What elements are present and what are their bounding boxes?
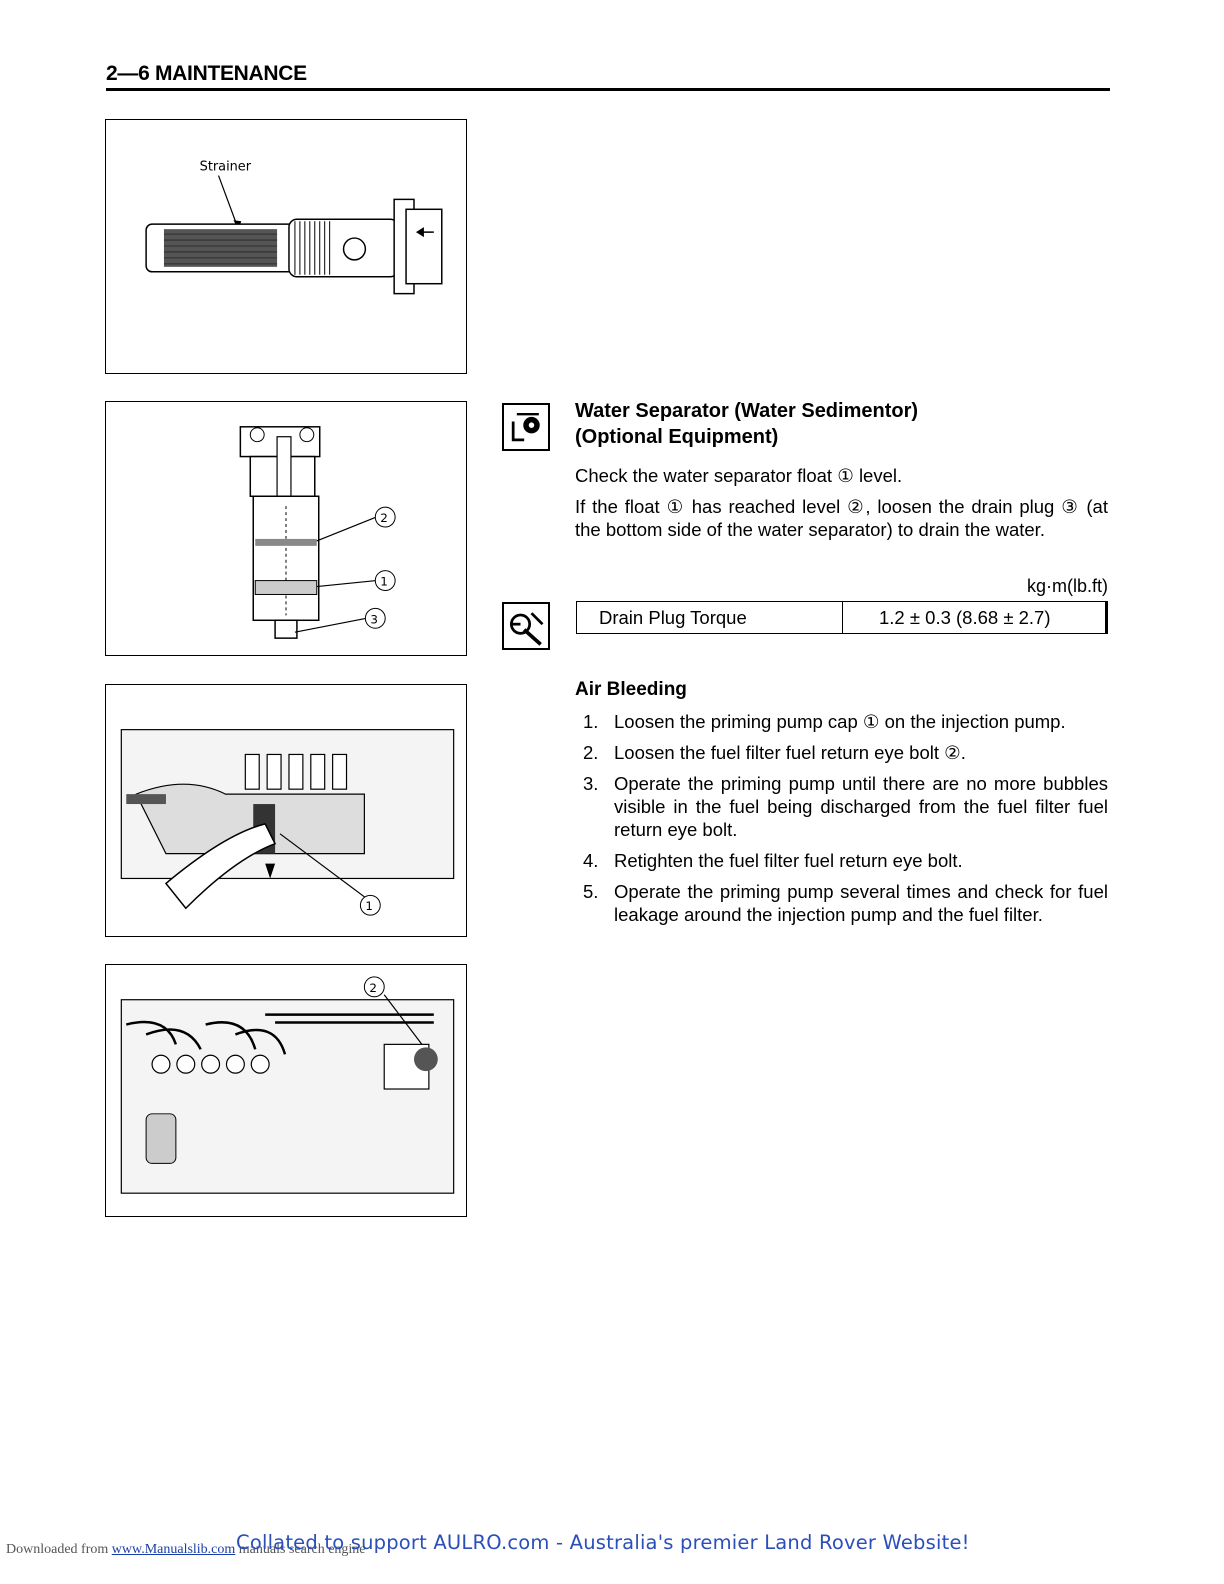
inspection-icon bbox=[502, 403, 550, 451]
water-separator-illustration: 2 1 3 bbox=[239, 426, 396, 639]
air-bleeding-title: Air Bleeding bbox=[575, 679, 687, 700]
step-number: 3. bbox=[583, 773, 599, 794]
svg-text:1: 1 bbox=[380, 575, 388, 589]
eye-bolt-figure: 2 bbox=[105, 964, 467, 1217]
torque-spec-label: Drain Plug Torque bbox=[577, 602, 843, 633]
section-title-line1: Water Separator (Water Sedimentor) bbox=[575, 400, 919, 422]
water-separator-figure: 2 1 3 bbox=[105, 401, 467, 656]
strainer-illustration: Strainer bbox=[145, 160, 443, 295]
collated-notice: Collated to support AULRO.com - Australi… bbox=[236, 1531, 970, 1554]
torque-spec-table: Drain Plug Torque 1.2 ± 0.3 (8.68 ± 2.7) bbox=[576, 601, 1108, 634]
step-number: 1. bbox=[583, 711, 599, 732]
step-text: Operate the priming pump until there are… bbox=[614, 773, 1108, 840]
strainer-label: Strainer bbox=[200, 160, 252, 175]
step-text: Loosen the fuel filter fuel return eye b… bbox=[614, 742, 966, 763]
step-number: 4. bbox=[583, 850, 599, 871]
download-credit: Downloaded from www.Manualslib.com manua… bbox=[6, 1542, 366, 1558]
torque-spec-value: 1.2 ± 0.3 (8.68 ± 2.7) bbox=[879, 606, 1051, 628]
priming-pump-illustration: 1 bbox=[120, 729, 455, 916]
torque-wrench-icon bbox=[502, 602, 550, 650]
step-item: 4. Retighten the fuel filter fuel return… bbox=[583, 849, 1108, 872]
step-text: Loosen the priming pump cap ① on the inj… bbox=[614, 711, 1066, 732]
page-title: 2—6 MAINTENANCE bbox=[106, 62, 307, 85]
water-separator-section: Water Separator (Water Sedimentor) (Opti… bbox=[575, 398, 1108, 541]
section-title-line2: (Optional Equipment) bbox=[575, 426, 779, 448]
svg-text:2: 2 bbox=[380, 511, 388, 525]
eye-bolt-illustration: 2 bbox=[120, 976, 455, 1194]
manualslib-link[interactable]: www.Manualslib.com bbox=[111, 1542, 236, 1557]
step-item: 5. Operate the priming pump several time… bbox=[583, 880, 1108, 926]
priming-pump-figure: 1 bbox=[105, 684, 467, 937]
page-header: 2—6 MAINTENANCE bbox=[106, 62, 1110, 91]
strainer-figure: Strainer bbox=[105, 119, 467, 374]
step-text: Retighten the fuel filter fuel return ey… bbox=[614, 850, 963, 871]
svg-text:3: 3 bbox=[370, 612, 378, 626]
air-bleeding-steps: 1. Loosen the priming pump cap ① on the … bbox=[583, 710, 1108, 934]
download-suffix: manuals search engine bbox=[238, 1542, 366, 1557]
svg-text:2: 2 bbox=[369, 981, 377, 995]
step-item: 2. Loosen the fuel filter fuel return ey… bbox=[583, 741, 1108, 764]
svg-text:1: 1 bbox=[365, 899, 373, 913]
step-item: 3. Operate the priming pump until there … bbox=[583, 772, 1108, 841]
step-item: 1. Loosen the priming pump cap ① on the … bbox=[583, 710, 1108, 733]
torque-unit: kg·m(lb.ft) bbox=[1027, 576, 1108, 596]
step-number: 5. bbox=[583, 881, 599, 902]
drain-paragraph: If the float ① has reached level ②, loos… bbox=[575, 496, 1108, 540]
check-float-paragraph: Check the water separator float ① level. bbox=[575, 465, 903, 486]
download-prefix: Downloaded from bbox=[6, 1542, 109, 1557]
step-text: Operate the priming pump several times a… bbox=[614, 881, 1108, 925]
step-number: 2. bbox=[583, 742, 599, 763]
